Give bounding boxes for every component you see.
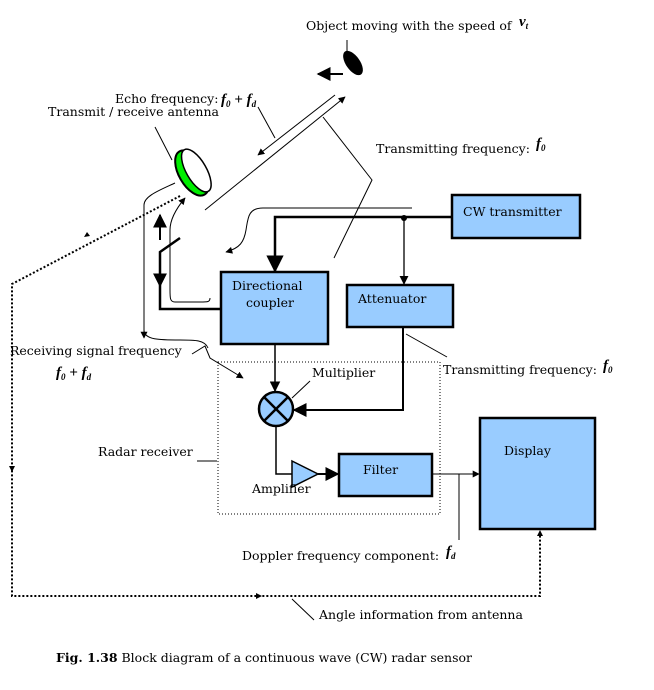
echo-wave [257, 94, 336, 156]
attenuator-label: Attenuator [357, 291, 426, 306]
echo-formula: f0 + fd [221, 92, 257, 109]
svg-text:fd: fd [446, 544, 456, 561]
display-block [478, 416, 597, 531]
multiplier-symbol [257, 390, 295, 428]
echo-label: Echo frequency: [115, 91, 218, 106]
display-label: Display [504, 443, 552, 458]
svg-text:f0: f0 [603, 358, 613, 375]
coupler-label-2: coupler [246, 295, 294, 310]
attenuator-block [345, 283, 455, 329]
filter-block [337, 452, 434, 498]
tx-freq-mid-label: Transmitting frequency: [443, 362, 597, 377]
doppler-label: Doppler frequency component: [242, 548, 439, 563]
antenna-dish [174, 148, 212, 197]
amplifier-label: Amplifier [251, 481, 311, 496]
cw-transmitter-block [450, 193, 582, 240]
radar-receiver-box [217, 361, 441, 515]
filter-label: Filter [363, 462, 398, 477]
amplifier-symbol [291, 459, 320, 489]
coupler-label-1: Directional [232, 278, 302, 293]
moving-object [343, 50, 363, 76]
transmit-wave [204, 96, 346, 211]
radar-receiver-label: Radar receiver [98, 444, 193, 459]
figure-caption: Fig. 1.38 Block diagram of a continuous … [56, 650, 472, 665]
angle-info-label: Angle information from antenna [318, 607, 523, 622]
object-label: Object moving with the speed of [306, 18, 513, 33]
angle-info-path [11, 195, 541, 597]
multiplier-label: Multiplier [312, 365, 375, 380]
svg-text:f0 + fd: f0 + fd [56, 365, 92, 382]
directional-coupler-block [219, 270, 330, 346]
tx-freq-top-label: Transmitting frequency: [376, 141, 530, 156]
svg-text:f0: f0 [536, 136, 546, 153]
object-speed-symbol: vt [519, 14, 529, 31]
receiving-label: Receiving signal frequency [10, 343, 183, 358]
antenna-label: Transmit / receive antenna [48, 104, 219, 119]
cw-transmitter-label: CW transmitter [463, 204, 562, 219]
